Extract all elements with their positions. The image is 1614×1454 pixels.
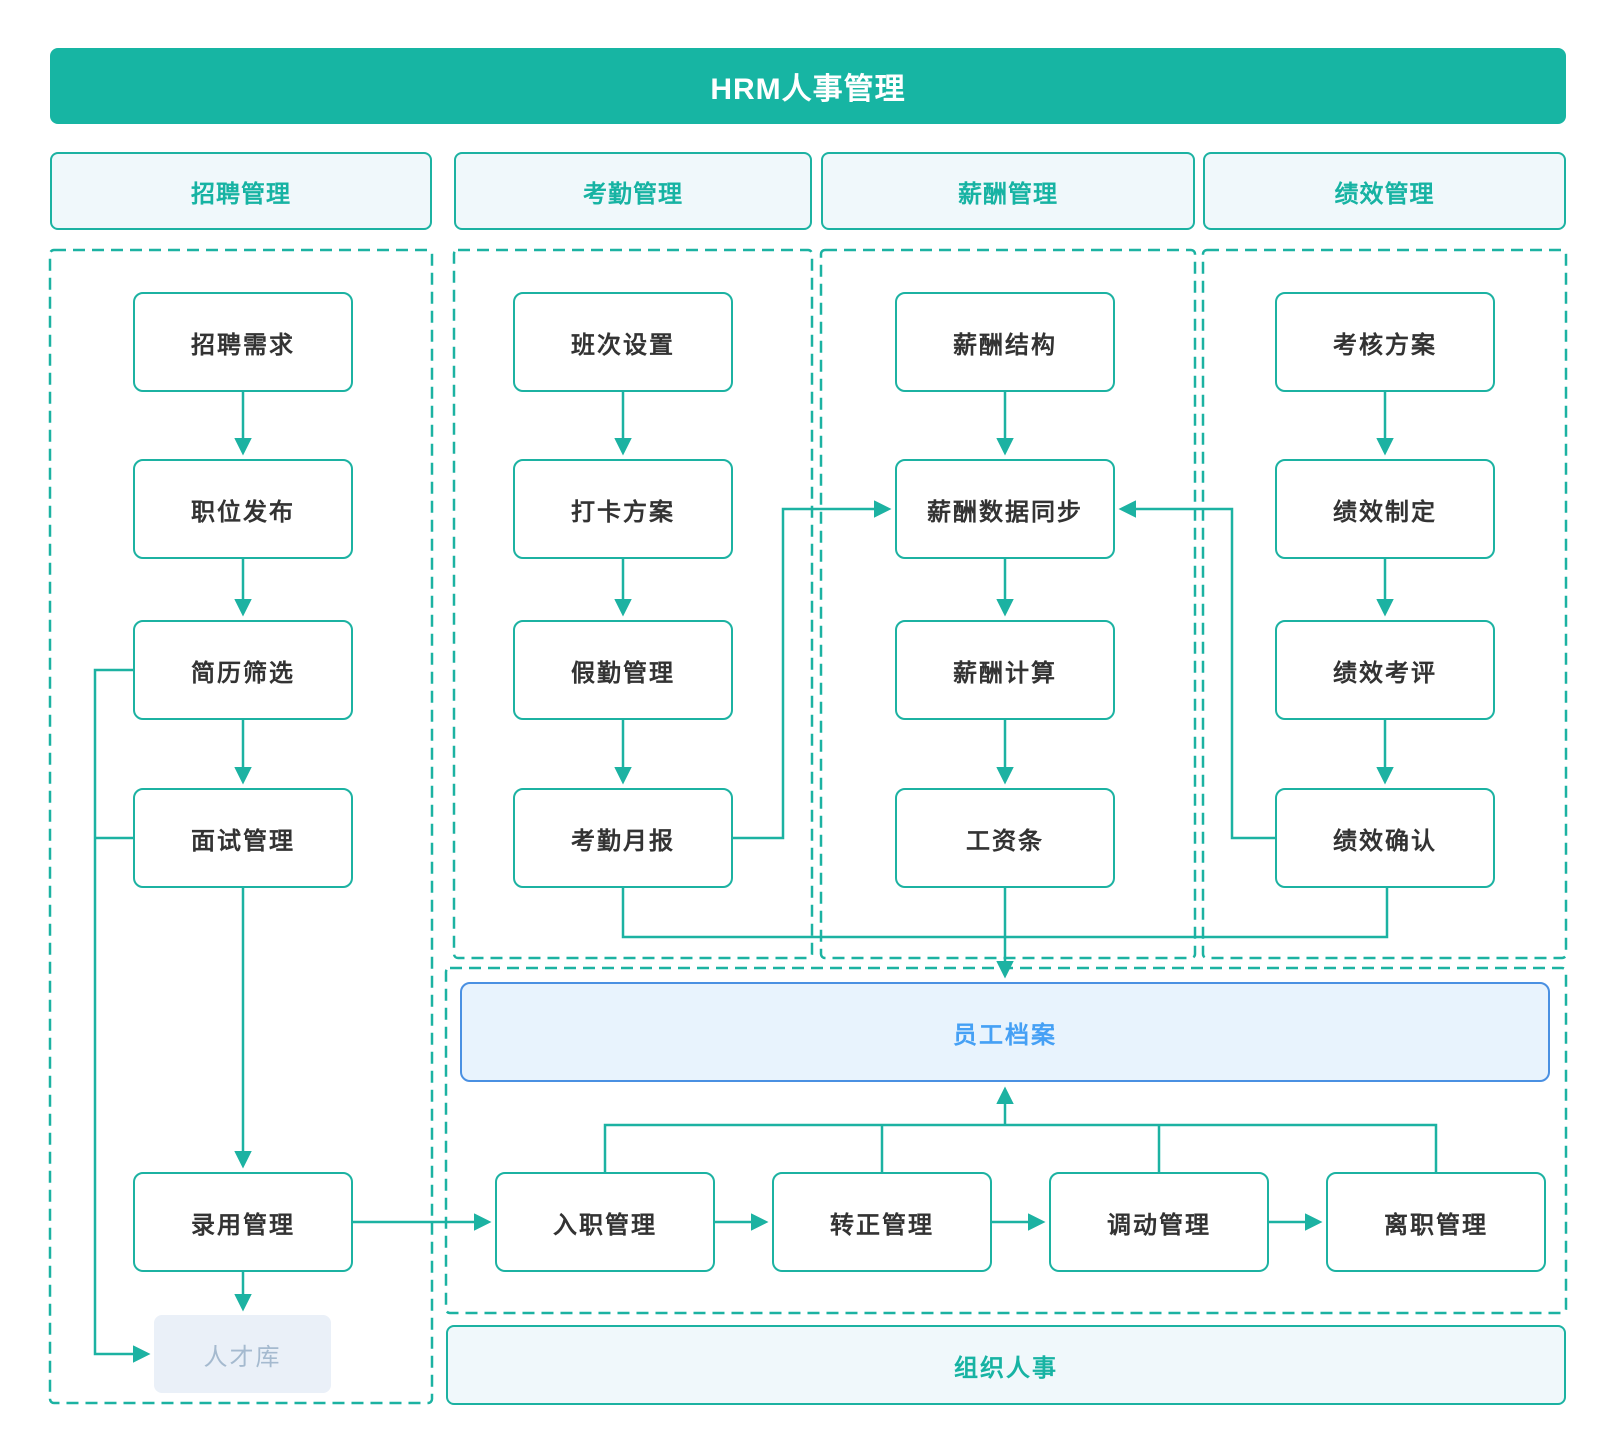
- node-talent-pool: 人才库: [154, 1315, 331, 1393]
- container-compensation: [819, 248, 1197, 960]
- node-employee-archive: 员工档案: [460, 982, 1550, 1082]
- node-leave-attendance: 假勤管理: [513, 620, 733, 720]
- header-recruitment: 招聘管理: [50, 152, 432, 230]
- node-performance-review: 绩效考评: [1275, 620, 1495, 720]
- connector-monthly-to-salary-sync: [733, 500, 892, 840]
- node-interview-management: 面试管理: [133, 788, 353, 888]
- node-resume-screening: 简历筛选: [133, 620, 353, 720]
- container-recruitment: [48, 248, 434, 1405]
- connector-resume-rail-to-talent-pool: [93, 668, 151, 1363]
- node-performance-confirm: 绩效确认: [1275, 788, 1495, 888]
- node-performance-planning: 绩效制定: [1275, 459, 1495, 559]
- node-salary-structure: 薪酬结构: [895, 292, 1115, 392]
- node-recruit-demand: 招聘需求: [133, 292, 353, 392]
- node-job-posting: 职位发布: [133, 459, 353, 559]
- node-regularization: 转正管理: [772, 1172, 992, 1272]
- node-onboarding: 入职管理: [495, 1172, 715, 1272]
- connector-monthly-and-confirm-merge: [621, 888, 1389, 939]
- node-hiring-management: 录用管理: [133, 1172, 353, 1272]
- node-assessment-plan: 考核方案: [1275, 292, 1495, 392]
- node-payslip: 工资条: [895, 788, 1115, 888]
- node-attendance-monthly-report: 考勤月报: [513, 788, 733, 888]
- node-clock-in-plan: 打卡方案: [513, 459, 733, 559]
- header-performance: 绩效管理: [1203, 152, 1566, 230]
- node-salary-calculation: 薪酬计算: [895, 620, 1115, 720]
- container-attendance: [452, 248, 814, 960]
- node-shift-setting: 班次设置: [513, 292, 733, 392]
- header-attendance: 考勤管理: [454, 152, 812, 230]
- node-salary-data-sync: 薪酬数据同步: [895, 459, 1115, 559]
- band-organization-personnel: 组织人事: [446, 1325, 1566, 1405]
- node-offboarding: 离职管理: [1326, 1172, 1546, 1272]
- node-transfer: 调动管理: [1049, 1172, 1269, 1272]
- connector-bottom-bus: [603, 1123, 1438, 1172]
- header-compensation: 薪酬管理: [821, 152, 1195, 230]
- container-performance: [1201, 248, 1568, 960]
- connector-confirm-to-salary-sync: [1118, 500, 1275, 840]
- page-title: HRM人事管理: [50, 48, 1566, 124]
